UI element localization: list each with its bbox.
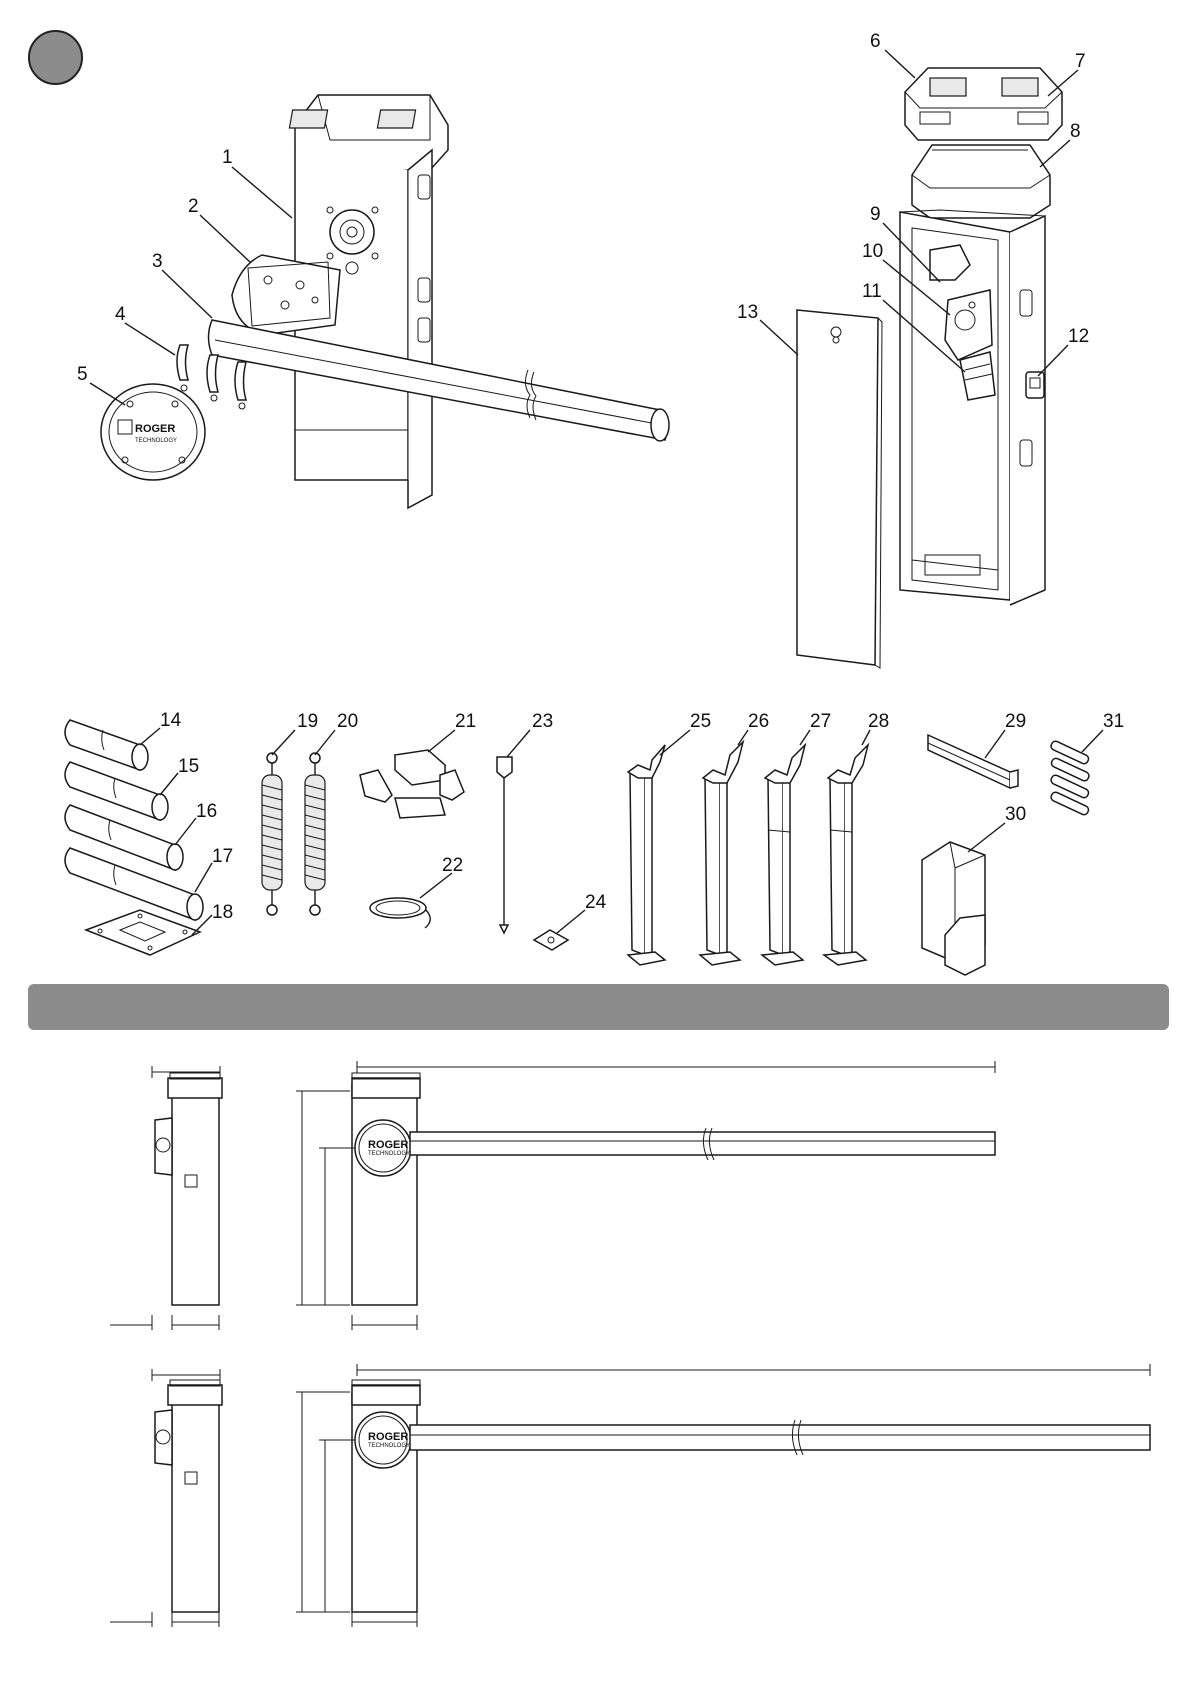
- callout-12: 12: [1068, 326, 1089, 347]
- callout-21: 21: [455, 711, 476, 732]
- front-view-logo-sub: TECHNOLOGY: [368, 1151, 410, 1157]
- boom-arm: [209, 320, 670, 441]
- long-view-logo: ROGER: [368, 1431, 408, 1443]
- rubber-profile: [928, 735, 1018, 788]
- callout-13: 13: [737, 302, 758, 323]
- fork-base-plate: [534, 930, 568, 950]
- callout-3: 3: [152, 251, 163, 272]
- arm-extension-set: [65, 720, 203, 920]
- arm-end-caps: [360, 750, 464, 818]
- callout-4: 4: [115, 304, 126, 325]
- arm-support-posts: [628, 742, 868, 965]
- photocell-column: [922, 842, 985, 975]
- callout-24: 24: [585, 892, 607, 913]
- callout-19: 19: [297, 711, 318, 732]
- exploded-cabinet-lid: [905, 68, 1062, 140]
- callout-20: 20: [337, 711, 358, 732]
- callout-11: 11: [862, 281, 882, 302]
- cabinet-door: [797, 310, 882, 668]
- flange-cover-logo: ROGER: [135, 423, 175, 435]
- balancing-springs: [262, 753, 325, 915]
- callout-15: 15: [178, 756, 199, 777]
- callout-7: 7: [1075, 51, 1086, 72]
- dimension-view-short-arm: ROGER TECHNOLOGY: [110, 1061, 995, 1330]
- callout-30: 30: [1005, 804, 1026, 825]
- dimension-view-long-arm: ROGER TECHNOLOGY: [110, 1364, 1150, 1627]
- callout-2: 2: [188, 196, 199, 217]
- front-view-logo: ROGER: [368, 1139, 408, 1151]
- callout-6: 6: [870, 31, 881, 52]
- callout-14: 14: [160, 710, 182, 731]
- reflective-strip-roll: [370, 898, 430, 928]
- callout-17: 17: [212, 846, 233, 867]
- callout-9: 9: [870, 204, 881, 225]
- fastener-clips: [1050, 740, 1090, 816]
- callout-23: 23: [532, 711, 553, 732]
- electronics-box: [912, 145, 1050, 218]
- flange-cover: ROGER TECHNOLOGY: [101, 384, 205, 480]
- callout-1: 1: [222, 147, 233, 168]
- callout-26: 26: [748, 711, 769, 732]
- arm-rest-fork: [497, 757, 512, 933]
- foundation-plate: [86, 910, 200, 955]
- callout-27: 27: [810, 711, 831, 732]
- callout-18: 18: [212, 902, 233, 923]
- callout-10: 10: [862, 241, 883, 262]
- open-cabinet-body: [900, 210, 1045, 605]
- long-view-logo-sub: TECHNOLOGY: [368, 1443, 410, 1449]
- lock-latch: [1026, 372, 1044, 398]
- arm-mount-plate: [232, 255, 340, 335]
- flange-cover-logo-sub: TECHNOLOGY: [135, 438, 177, 444]
- callout-8: 8: [1070, 121, 1081, 142]
- callout-22: 22: [442, 855, 463, 876]
- callout-31: 31: [1103, 711, 1124, 732]
- callout-29: 29: [1005, 711, 1026, 732]
- callout-25: 25: [690, 711, 711, 732]
- callout-16: 16: [196, 801, 217, 822]
- callout-28: 28: [868, 711, 889, 732]
- callout-5: 5: [77, 364, 88, 385]
